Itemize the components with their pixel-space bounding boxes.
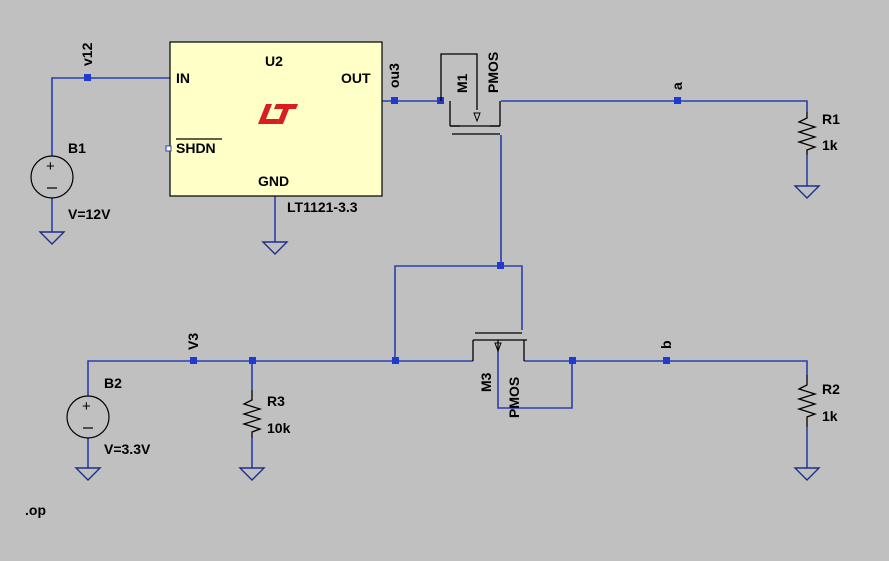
junction-b[interactable] (663, 357, 670, 364)
junction-m3-gate[interactable] (392, 357, 399, 364)
net-label-ou3[interactable]: ou3 (386, 63, 402, 88)
junction-m1-gate[interactable] (497, 262, 504, 269)
u2-pin-shdn: SHDN (176, 140, 216, 156)
ground-r3-icon[interactable] (238, 467, 266, 481)
wire-m3-loop[interactable] (501, 265, 523, 330)
wire-v3[interactable] (87, 360, 473, 396)
net-label-v3[interactable]: V3 (185, 333, 201, 350)
grounds (38, 185, 821, 481)
junction-v3[interactable] (190, 357, 197, 364)
wire-m3-body[interactable] (497, 352, 573, 409)
r3-resistor[interactable]: R3 10k (241, 390, 291, 438)
u2-shdn-pin[interactable] (165, 145, 172, 152)
junction-a[interactable] (674, 97, 681, 104)
u2-part: LT1121-3.3 (287, 199, 358, 215)
m1-pmos[interactable] (440, 53, 501, 135)
r2-resistor[interactable]: R2 1k (796, 375, 840, 427)
b2-plus-icon: + (82, 398, 91, 415)
r3-value: 10k (267, 420, 291, 436)
u2-pin-gnd: GND (258, 173, 289, 189)
b2-ref: B2 (104, 375, 122, 391)
b1-value: V=12V (68, 206, 111, 222)
r2-zigzag-icon (796, 375, 818, 427)
m1-arrow-icon (473, 112, 481, 123)
m3-ref: M3 (478, 372, 494, 392)
ground-r1-icon[interactable] (793, 185, 821, 199)
junction-ou3[interactable] (391, 97, 398, 104)
wire-m1-gate[interactable] (394, 135, 502, 361)
m1-model: PMOS (485, 52, 501, 93)
r1-zigzag-icon (796, 112, 818, 155)
wire-v12[interactable] (51, 77, 170, 156)
b1-symbol-icon (30, 155, 74, 199)
r2-value: 1k (822, 408, 838, 424)
junction-v12[interactable] (84, 74, 91, 81)
u2-regulator[interactable]: U2 IN OUT SHDN GND LT1121-3.3 (165, 41, 383, 215)
u2-pin-out: OUT (341, 70, 371, 86)
net-label-b[interactable]: b (658, 340, 674, 349)
net-label-v12[interactable]: v12 (79, 42, 95, 66)
junction-r3[interactable] (249, 357, 256, 364)
r3-ref: R3 (267, 393, 285, 409)
r3-zigzag-icon (241, 390, 263, 438)
b1-source[interactable]: + B1 V=12V (30, 140, 111, 222)
b2-value: V=3.3V (104, 441, 151, 457)
ground-u2-icon[interactable] (261, 241, 289, 255)
ground-b2-icon[interactable] (74, 467, 102, 481)
m3-pmos[interactable] (472, 332, 527, 361)
wires (51, 77, 808, 468)
ground-r2-icon[interactable] (793, 467, 821, 481)
r2-ref: R2 (822, 381, 840, 397)
wire-net-a[interactable] (501, 100, 808, 112)
u2-ref: U2 (265, 53, 283, 69)
junction-m3-body[interactable] (569, 357, 576, 364)
net-label-a[interactable]: a (669, 82, 685, 90)
m1-source-lead (440, 53, 478, 110)
r1-resistor[interactable]: R1 1k (796, 111, 840, 155)
ground-b1-icon[interactable] (38, 231, 66, 245)
linear-technology-logo-icon (258, 104, 298, 124)
wire-net-b[interactable] (524, 360, 808, 375)
m3-model: PMOS (506, 377, 522, 418)
b2-symbol-icon (66, 395, 110, 439)
spice-directive[interactable]: .op (25, 502, 46, 518)
b1-ref: B1 (68, 140, 86, 156)
u2-pin-in: IN (176, 70, 190, 86)
r1-value: 1k (822, 137, 838, 153)
m1-ref: M1 (454, 73, 470, 93)
r1-ref: R1 (822, 111, 840, 127)
b1-plus-icon: + (46, 158, 55, 175)
m3-arrow-icon (494, 342, 502, 353)
b2-source[interactable]: + B2 V=3.3V (66, 375, 151, 457)
